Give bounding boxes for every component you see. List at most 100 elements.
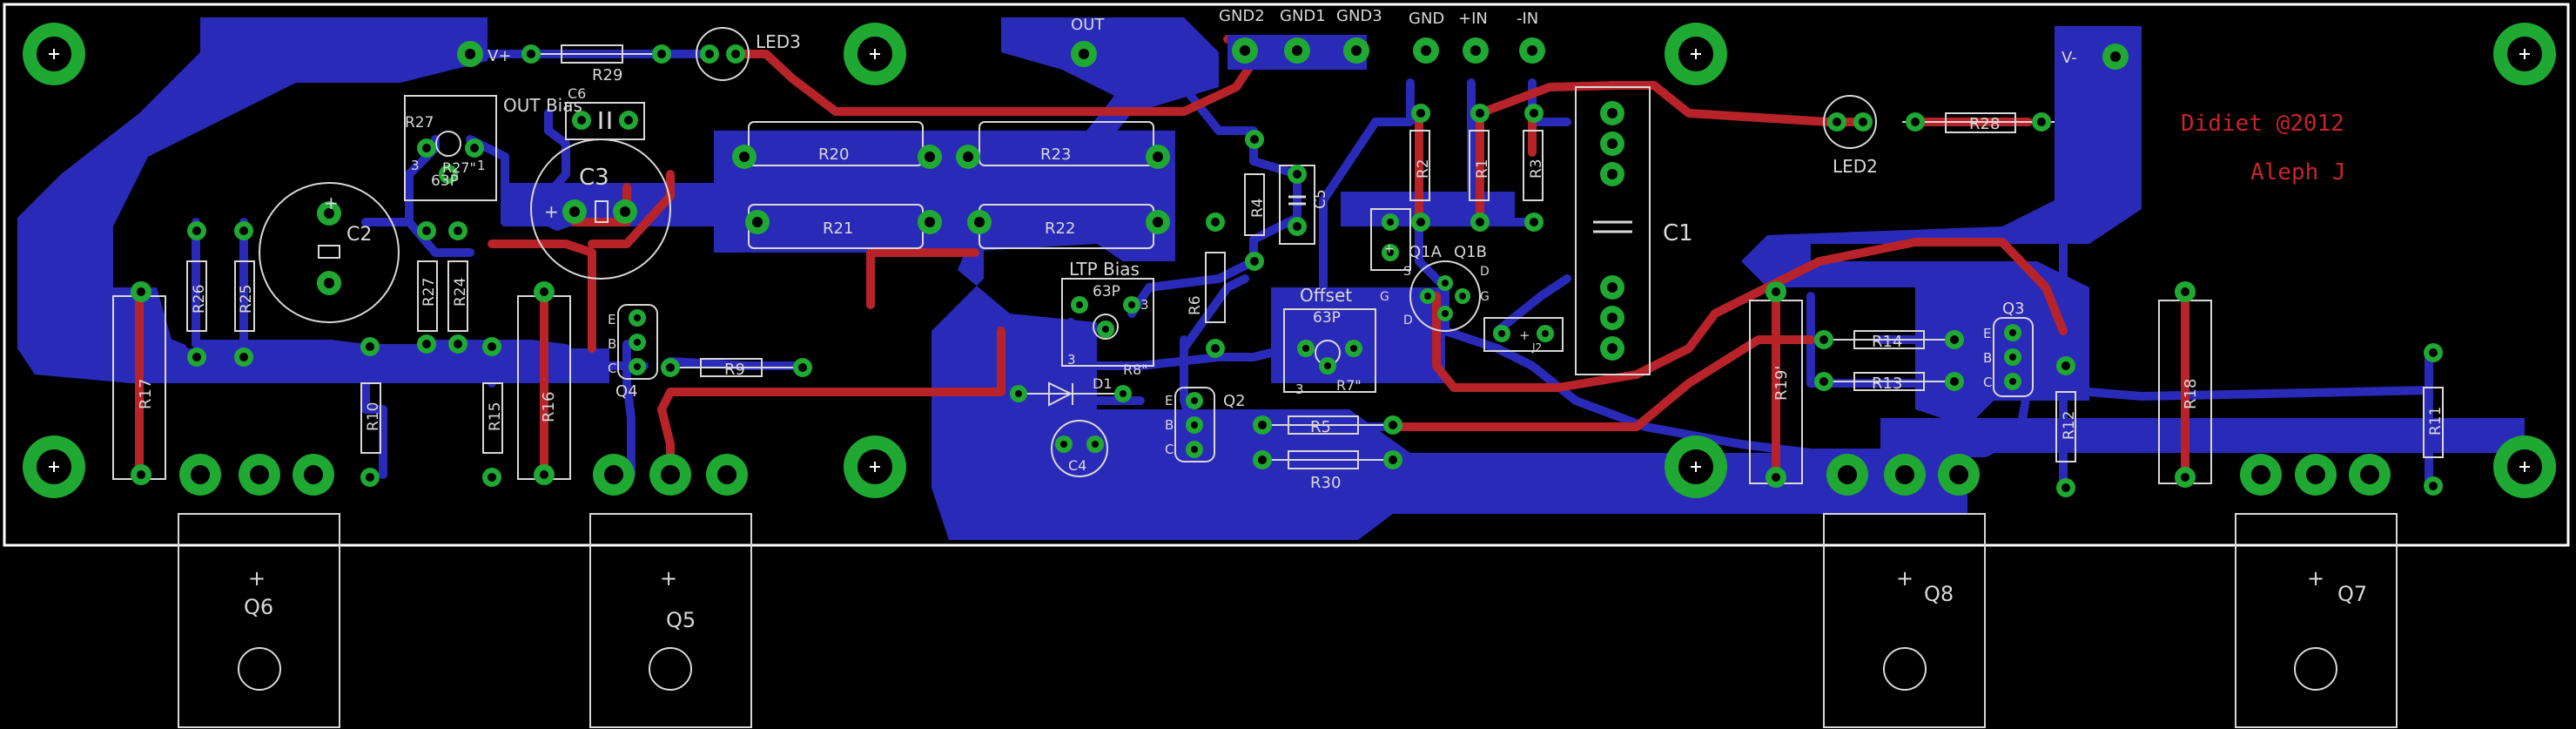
resistor-r12[interactable]: R12 [2055,356,2078,497]
capacitor-c5[interactable]: C5 [1279,165,1329,245]
capacitor-c2[interactable]: + C2 [259,182,400,323]
mounting-hole[interactable] [2493,23,2556,85]
mounting-hole[interactable] [23,23,85,85]
gnd1-label: GND1 [1280,7,1326,25]
connector-gnd[interactable]: GND [1409,10,1444,64]
resistor-r26[interactable]: R26 [186,221,208,367]
pot-ltp-pin3: 3 [1067,352,1076,368]
led2-label: LED2 [1833,156,1878,177]
resistor-r11[interactable]: R11 [2423,343,2445,496]
capacitor-c4[interactable]: C4 [1051,420,1108,477]
capacitor-c6[interactable]: C6 [565,85,645,140]
led-led3[interactable]: LED3 [696,27,801,81]
mounting-hole[interactable] [844,23,906,85]
pot-out-bias-63p: 63P [431,172,459,190]
r28-label: R28 [1969,115,2000,133]
jumper-j2[interactable]: + J2 [1483,317,1564,354]
transistor-q2[interactable]: E B C Q2 [1165,387,1246,462]
q1-pin-d: D [1480,265,1490,279]
transistor-q7[interactable]: + Q7 [2235,513,2398,728]
pot-offset[interactable]: Offset 63P R7" 3 [1283,285,1376,397]
transistor-q4[interactable]: E B C Q4 [608,304,658,401]
q1b-label: Q1B [1454,243,1487,261]
pot-out-bias-pin1: 1 [477,158,486,173]
resistor-r23[interactable]: R23 [956,121,1170,169]
connector-gnd-group[interactable]: GND2 GND1 GND3 [1219,7,1382,70]
gnd-label: GND [1409,10,1444,28]
q1-pin-g2: G [1380,290,1389,304]
j2-plus: + [1519,327,1530,343]
transistor-q6[interactable]: + Q6 [178,513,340,728]
r30-label: R30 [1310,474,1341,492]
resistor-r2[interactable]: R2 [1409,104,1432,232]
resistor-r15[interactable]: R15 [482,337,504,487]
resistor-r3[interactable]: R3 [1523,104,1545,232]
connector-in-plus[interactable]: +IN [1458,10,1489,64]
q5-label: Q5 [666,608,696,632]
resistor-r9[interactable]: R9 [661,358,812,379]
r22-label: R22 [1045,219,1075,238]
q5-plus: + [660,566,677,591]
led-led2[interactable]: LED2 [1823,95,1878,177]
connector-v-minus[interactable]: V- [2061,35,2142,78]
r12-label: R12 [2061,411,2078,440]
right-bottom-pour [1880,418,2525,453]
resistor-r10[interactable]: R10 [360,337,382,487]
resistor-r4[interactable]: R4 [1244,130,1267,271]
resistor-r1[interactable]: R1 [1469,104,1491,232]
r15-label: R15 [487,402,504,431]
capacitors: + C2 + C3 C6 C5 [259,85,1693,477]
mounting-hole[interactable] [2493,435,2556,498]
leds: LED3 LED2 [696,27,1878,177]
q8-plus: + [1896,566,1914,591]
transistor-q3[interactable]: E B C Q3 [1983,300,2034,397]
connector-in-minus[interactable]: -IN [1517,10,1545,64]
pot-ltp-bias[interactable]: LTP Bias 63P R8" 3 3 [1061,259,1154,378]
transistor-q8[interactable]: + Q8 [1823,513,1986,728]
resistor-r17[interactable]: R17 [112,281,166,485]
resistor-r29[interactable]: R29 [521,44,671,84]
q4-pin-c: C [608,361,616,376]
resistor-r25[interactable]: R25 [234,221,255,367]
jfet-q1[interactable]: Q1A Q1B S D D G G + [1370,208,1490,332]
resistor-r16[interactable]: R16 [517,281,571,485]
resistor-r20[interactable]: R20 [732,121,942,169]
connector-out[interactable]: OUT [1071,16,1105,67]
d1-label: D1 [1093,375,1113,392]
resistor-r22[interactable]: R22 [967,204,1170,249]
c5-label: C5 [1312,189,1329,209]
resistor-r27b[interactable]: R27 [417,221,438,354]
resistor-r24[interactable]: R24 [447,221,469,354]
capacitor-c1[interactable]: C1 [1575,86,1693,375]
mounting-holes [23,23,2556,498]
mounting-hole[interactable] [1665,435,1727,498]
power-transistor-pads [179,454,2391,496]
capacitor-c3[interactable]: + C3 [530,138,671,280]
resistor-r13[interactable]: R13 [1814,372,1964,393]
c4-label: C4 [1068,457,1086,474]
v-plus-label: V+ [488,47,511,65]
resistor-r30[interactable]: R30 [1253,450,1402,492]
c2-label: C2 [346,224,372,246]
connectors: V+ OUT GND2 GND1 GND3 GND +IN -IN [457,7,2142,78]
transistor-q5[interactable]: + Q5 [589,513,752,728]
mounting-hole[interactable] [23,435,85,498]
resistor-r28[interactable]: R28 [1902,112,2055,133]
diode-d1[interactable]: D1 [1010,375,1132,407]
resistor-r14[interactable]: R14 [1814,330,1964,351]
q3-pin-b: B [1983,350,1992,366]
resistor-r21[interactable]: R21 [745,204,942,249]
connector-v-plus[interactable]: V+ [457,41,511,67]
resistor-r18[interactable]: R18 [2158,281,2212,488]
mounting-hole[interactable] [1665,23,1727,85]
r26-label: R26 [191,285,208,314]
r11-label: R11 [2427,407,2445,435]
q2-pin-b: B [1165,417,1174,433]
resistor-r5[interactable]: R5 [1253,415,1402,436]
pot-out-bias[interactable]: OUT Bias R27 R27" 63P 3 1 [404,95,582,201]
mounting-hole[interactable] [844,435,906,498]
left-ground-pour [17,17,609,383]
resistor-r6[interactable]: R6 [1187,213,1226,358]
resistor-r19[interactable]: R19' [1749,281,1803,488]
